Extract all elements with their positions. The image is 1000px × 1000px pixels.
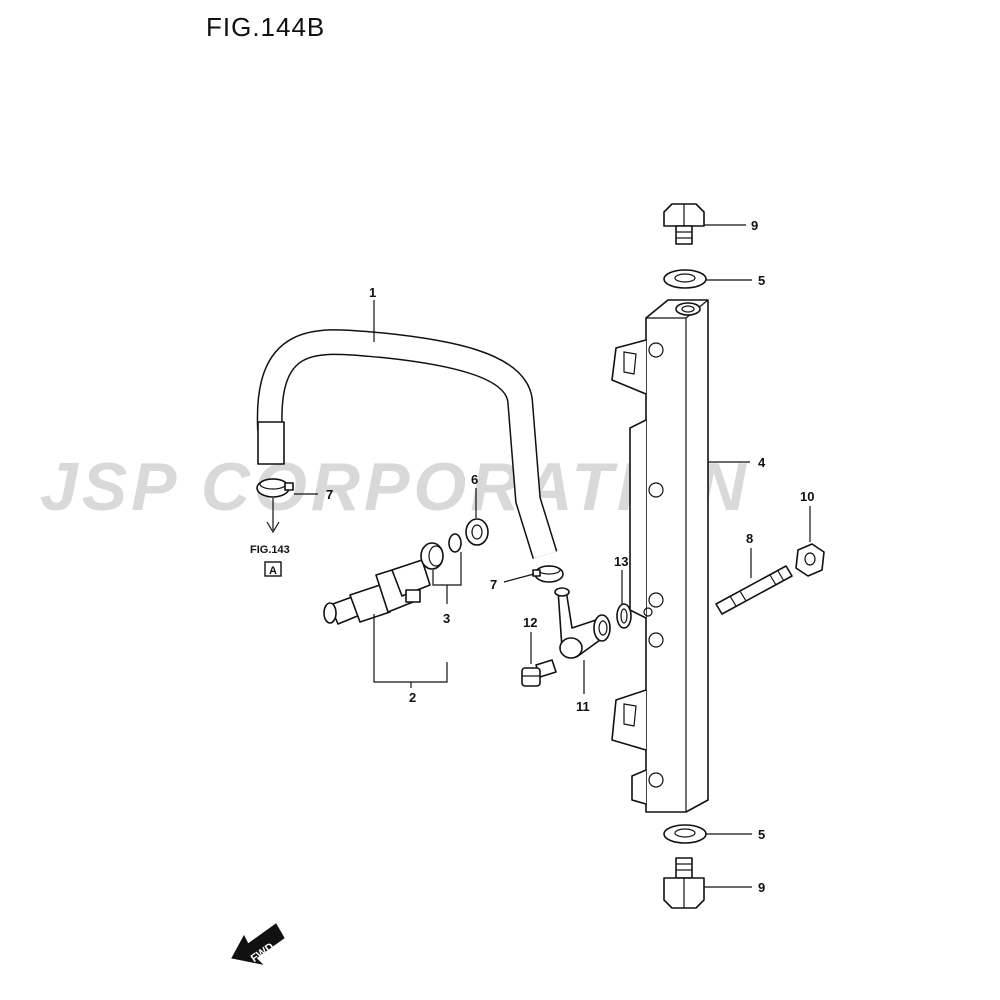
callout-9-top: 9 xyxy=(751,218,758,233)
callout-5-bottom: 5 xyxy=(758,827,765,842)
fuel-elbow-joint xyxy=(554,587,611,659)
stud-bolt xyxy=(715,565,793,615)
callout-8: 8 xyxy=(746,531,753,546)
washer-bottom xyxy=(663,824,707,844)
callout-2: 2 xyxy=(409,690,416,705)
callout-10: 10 xyxy=(800,489,814,504)
hose-clamp-middle xyxy=(532,565,564,583)
callout-4: 4 xyxy=(758,455,766,470)
callout-6: 6 xyxy=(471,472,478,487)
callout-5-top: 5 xyxy=(758,273,765,288)
cushion-6 xyxy=(465,518,489,546)
fwd-arrow-icon: FWD xyxy=(231,923,285,965)
ref-box-label: A xyxy=(269,565,277,577)
callout-11: 11 xyxy=(576,699,590,714)
o-ring-13 xyxy=(616,603,632,629)
callout-1: 1 xyxy=(369,285,376,300)
nut-10 xyxy=(795,543,825,577)
hose-clamp-left xyxy=(256,478,294,498)
fuel-injector xyxy=(323,559,431,625)
callout-7-middle: 7 xyxy=(490,577,497,592)
fuel-hose xyxy=(256,329,558,559)
callout-13: 13 xyxy=(614,554,628,569)
injector-seals xyxy=(420,533,462,570)
plug-bolt-bottom xyxy=(663,857,705,909)
bolt-12 xyxy=(521,659,557,687)
watermark-text: JSP CORPORATION xyxy=(40,449,750,525)
ref-box xyxy=(264,561,282,577)
fuel-delivery-rail xyxy=(611,299,709,813)
callout-12: 12 xyxy=(523,615,537,630)
figure-title: FIG.144B xyxy=(206,12,326,42)
ref-fig-label: FIG.143 xyxy=(250,544,290,556)
plug-bolt-top xyxy=(663,203,705,245)
callout-9-bottom: 9 xyxy=(758,880,765,895)
callout-3: 3 xyxy=(443,611,450,626)
washer-top xyxy=(663,269,707,289)
callout-7-left: 7 xyxy=(326,487,333,502)
